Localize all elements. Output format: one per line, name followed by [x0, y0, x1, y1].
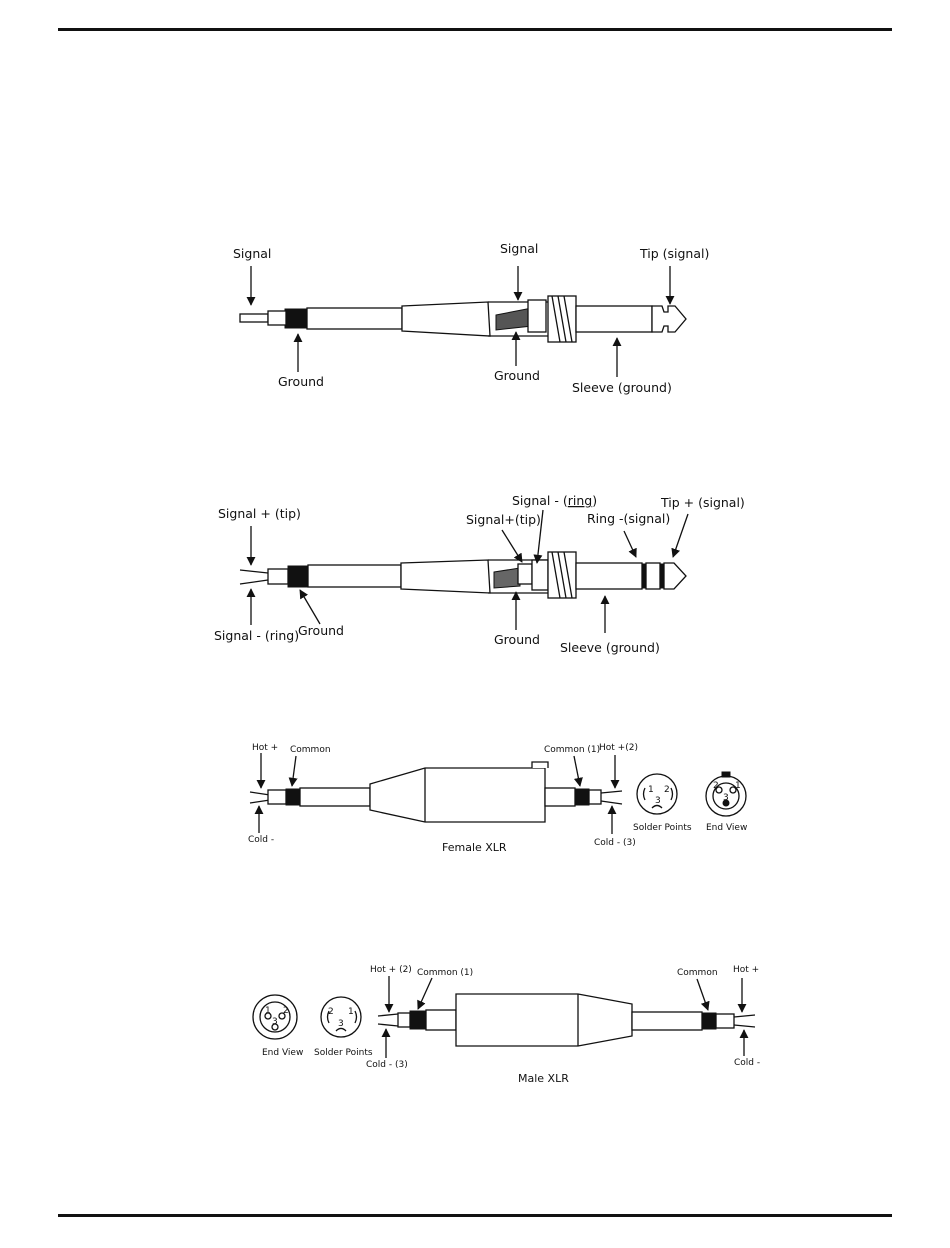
label-end-view: End View	[706, 823, 747, 833]
end-view-pin-2: 2	[283, 1006, 289, 1016]
label-signal-cable: Signal	[233, 246, 271, 261]
top-rule	[58, 28, 892, 31]
solder-pin-3: 3	[338, 1019, 344, 1029]
label-common: Common	[677, 968, 718, 978]
label-solder-points: Solder Points	[633, 823, 692, 833]
label-signal-plus-tip: Signal + (tip)	[218, 506, 301, 521]
label-ground-terminal: Ground	[494, 368, 540, 383]
label-signal-minus-suffix: )	[592, 493, 597, 508]
male-xlr-diagram: 1 2 3 2 1 3 Hot + (2) Common (1) Cold - …	[252, 965, 760, 1085]
end-view-pin-3: 3	[272, 1017, 278, 1027]
label-cold-3: Cold - (3)	[366, 1060, 408, 1070]
label-solder-points: Solder Points	[314, 1048, 373, 1058]
solder-pin-1: 1	[648, 785, 654, 795]
label-hot: Hot +	[733, 965, 759, 975]
label-signal-terminal: Signal	[500, 241, 538, 256]
solder-pin-3: 3	[655, 796, 661, 806]
caption-female-xlr: Female XLR	[442, 841, 507, 854]
bottom-rule	[58, 1214, 892, 1217]
caption-male-xlr: Male XLR	[518, 1072, 569, 1085]
label-signal-plus-terminal: Signal+(tip)	[466, 512, 541, 527]
label-hot: Hot +	[252, 743, 278, 753]
label-common-1: Common (1)	[544, 745, 600, 755]
female-xlr-diagram: 1 2 3 2 1 3 Hot + Common Cold - Common (…	[248, 743, 747, 854]
label-signal-minus-ring: Signal - (ring)	[214, 628, 299, 643]
mono-plug-diagram: Signal Ground Signal Ground Tip (signal)…	[233, 241, 709, 395]
label-cold-3: Cold - (3)	[594, 838, 636, 848]
solder-pin-2: 2	[328, 1007, 334, 1017]
label-end-view: End View	[262, 1048, 303, 1058]
label-signal-minus-prefix: Signal - (	[512, 493, 568, 508]
trs-plug-diagram: Signal + (tip) Signal - (ring) Ground Si…	[214, 493, 745, 655]
label-hot-2: Hot +(2)	[599, 743, 638, 753]
label-hot-2: Hot + (2)	[370, 965, 412, 975]
solder-pin-1: 1	[348, 1007, 354, 1017]
label-common-1: Common (1)	[417, 968, 473, 978]
label-cold: Cold -	[734, 1058, 760, 1068]
end-view-pin-1: 1	[265, 1006, 271, 1016]
solder-pin-2: 2	[664, 785, 670, 795]
label-tip: Tip (signal)	[639, 246, 709, 261]
label-ground-terminal: Ground	[494, 632, 540, 647]
end-view-pin-1: 1	[735, 781, 741, 791]
label-cold: Cold -	[248, 835, 274, 845]
end-view-pin-3: 3	[723, 793, 729, 803]
label-sleeve: Sleeve (ground)	[560, 640, 660, 655]
label-signal-minus-terminal: Signal - (ring)	[512, 493, 597, 508]
label-ground-cable: Ground	[298, 623, 344, 638]
label-ground-cable: Ground	[278, 374, 324, 389]
end-view-pin-2: 2	[713, 781, 719, 791]
label-sleeve: Sleeve (ground)	[572, 380, 672, 395]
label-ring: Ring -(signal)	[587, 511, 670, 526]
label-tip: Tip + (signal)	[660, 495, 745, 510]
label-common: Common	[290, 745, 331, 755]
label-signal-minus-ring-word: ring	[568, 493, 592, 508]
